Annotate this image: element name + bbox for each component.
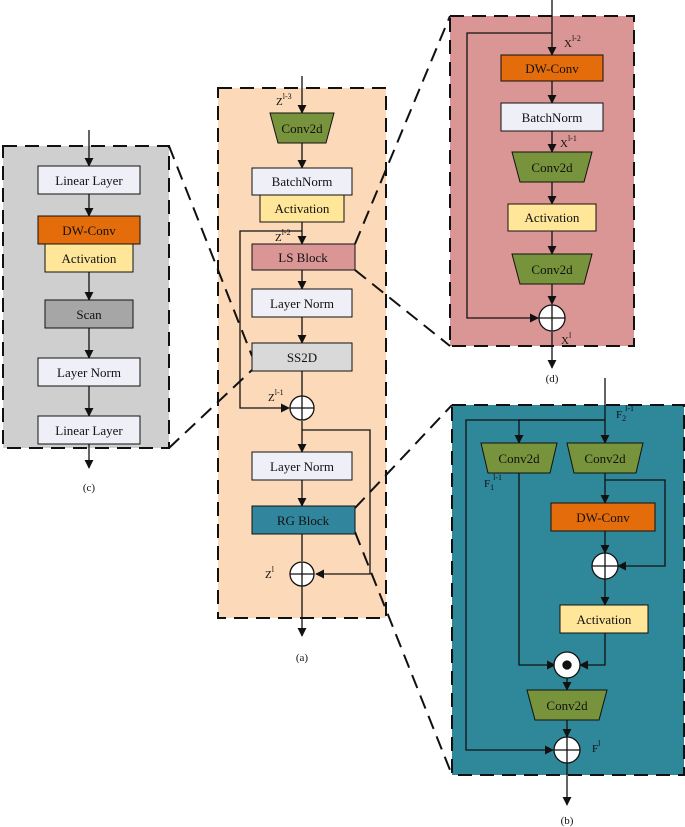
a-ls-block-label: LS Block [278,250,328,265]
a-activation-label: Activation [275,201,330,216]
d-conv2d-1-label: Conv2d [531,160,573,175]
c-activation-box [44,243,134,273]
b-conv2d-bottom-label: Conv2d [546,698,588,713]
c-scan-box [44,299,134,329]
c-scan-label: Scan [76,307,102,322]
b-conv2d-bottom-box [526,689,608,721]
c-layer-norm-label: Layer Norm [57,365,121,380]
a-layer-norm-1-label: Layer Norm [270,296,334,311]
panel-d: Xl-2 DW-Conv BatchNorm Xl-1 Conv2d Activ… [466,0,604,385]
panel-a: Zl-3 Conv2d BatchNorm Activation Zl-2 LS… [239,76,371,664]
zoom-connectors [168,15,453,776]
c-linear-layer-2-label: Linear Layer [55,423,123,438]
b-f-out: Fl [592,739,601,755]
d-batchnorm-label: BatchNorm [522,110,583,125]
b-conv2d-left-label: Conv2d [498,451,540,466]
b-add-1-icon [591,552,619,580]
a-caption: (a) [296,652,309,664]
b-f2: F2l-1 [616,404,634,423]
panel-c: Linear Layer DW-Conv Activation Scan Lay… [37,130,141,494]
a-ss2d-box [251,342,353,372]
a-layer-norm-1-box [251,288,353,318]
a-conv2d-box [269,112,335,144]
d-conv2d-2-label: Conv2d [531,262,573,277]
b-caption: (b) [561,815,574,827]
b-activation-label: Activation [577,612,632,627]
a-conv2d-label: Conv2d [281,121,323,136]
d-dwconv-label: DW-Conv [525,61,579,76]
a-layer-norm-2-label: Layer Norm [270,459,334,474]
c-caption: (c) [83,482,96,494]
panel-b: F2l-1 Conv2d Conv2d F1l-1 DW-Conv Activa… [465,378,666,827]
c-linear-layer-2-box [37,415,141,445]
a-add-1-icon [289,395,315,421]
d-activation-box [507,203,597,232]
b-activation-box [559,604,649,634]
a-rg-block-label: RG Block [277,513,330,528]
d-x-in: Xl-2 [564,34,581,50]
d-caption: (d) [546,373,559,385]
b-add-2-icon [553,736,581,764]
b-f1: F1l-1 [484,473,502,492]
a-ss2d-label: SS2D [287,350,317,365]
b-conv2d-right-label: Conv2d [584,451,626,466]
d-conv2d-2-box [511,253,593,285]
b-conv2d-left-box [480,442,558,474]
b-conv2d-right-box [566,442,644,474]
d-batchnorm-box [500,102,604,132]
c-activation-label: Activation [62,251,117,266]
a-layer-norm-2-box [251,451,353,481]
d-activation-label: Activation [525,210,580,225]
c-linear-layer-1-label: Linear Layer [55,173,123,188]
d-x-mid: Xl-1 [560,134,577,150]
c-dwconv-label: DW-Conv [62,223,116,238]
d-x-out: Xl [561,331,572,347]
a-rg-block-box [251,505,356,535]
c-linear-layer-1-box [37,165,141,195]
a-z-sum: Zl-1 [268,388,284,404]
d-dwconv-box [500,54,604,82]
d-add-icon [538,304,566,332]
b-dwconv-label: DW-Conv [576,510,630,525]
a-activation-box [259,194,345,223]
a-z-mid: Zl-2 [275,228,291,244]
a-add-2-icon [289,561,315,587]
b-multiply-icon [553,651,581,679]
a-batchnorm-label: BatchNorm [272,174,333,189]
a-z-out: Zl [265,565,275,581]
d-conv2d-1-box [511,151,593,183]
b-dwconv-box [550,502,656,532]
a-ls-block-box [251,243,356,271]
c-dwconv-box [37,215,141,245]
a-batchnorm-box [251,167,353,196]
c-layer-norm-box [37,357,141,387]
a-z-in: Zl-3 [276,92,292,108]
